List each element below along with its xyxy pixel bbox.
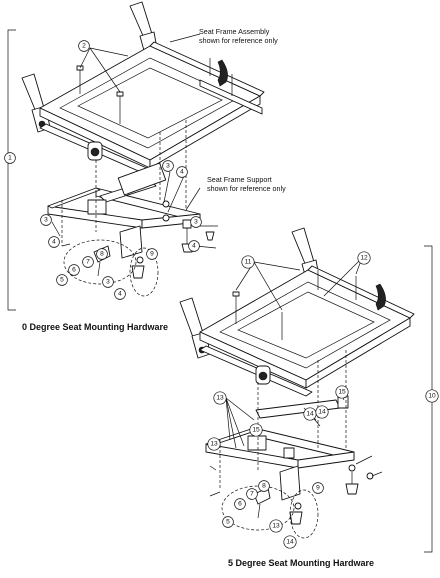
- callout-balloon-bottom-15: 15: [335, 385, 349, 399]
- callout-balloon-top-3: 3: [40, 214, 52, 226]
- callout-balloon-top-3: 3: [190, 216, 202, 228]
- callout-balloon-top-2: 2: [78, 40, 90, 52]
- callout-balloon-bottom-8: 8: [258, 480, 270, 492]
- callout-balloon-top-4: 4: [114, 288, 126, 300]
- callout-balloon-top-6: 6: [68, 264, 80, 276]
- top-seat-frame-assembly: [21, 1, 265, 177]
- callout-number: 8: [100, 251, 104, 258]
- callout-number: 5: [226, 519, 230, 526]
- seat-frame-assembly-label: Seat Frame Assembly: [199, 27, 270, 36]
- heading-5-degree: 5 Degree Seat Mounting Hardware: [228, 558, 374, 568]
- callout-balloon-bottom-6: 6: [234, 498, 246, 510]
- callout-number: 15: [338, 389, 346, 396]
- callout-number: 4: [180, 169, 184, 176]
- callout-number: 7: [86, 259, 90, 266]
- callout-number: 1: [8, 155, 12, 162]
- bottom-seat-frame-assembly: [179, 227, 415, 397]
- callout-number: 3: [194, 219, 198, 226]
- callout-balloon-top-3: 3: [102, 276, 114, 288]
- callout-number: 2: [82, 43, 86, 50]
- callout-number: 4: [192, 243, 196, 250]
- callout-number: 15: [252, 427, 260, 434]
- callout-balloon-bottom-15: 15: [249, 423, 263, 437]
- callout-balloon-bottom-10: 10: [425, 389, 439, 403]
- callout-balloon-bottom-9: 9: [312, 482, 324, 494]
- callout-balloon-bottom-13: 13: [269, 519, 283, 533]
- top-seat-frame-support: [47, 120, 215, 297]
- callout-number: 3: [44, 217, 48, 224]
- callout-number: 14: [286, 539, 294, 546]
- callout-number: 3: [166, 163, 170, 170]
- callout-balloon-bottom-7: 7: [246, 488, 258, 500]
- callout-number: 9: [316, 485, 320, 492]
- callout-balloon-bottom-12: 12: [357, 251, 371, 265]
- bottom-callouts: 11 12 10 15 13 14 15 13 14 9 5 6 7 8 13 14: [207, 251, 439, 549]
- callout-balloon-bottom-5: 5: [222, 516, 234, 528]
- callout-balloon-bottom-14: 14: [315, 405, 329, 419]
- callout-number: 5: [60, 277, 64, 284]
- callout-balloon-top-4: 4: [188, 240, 200, 252]
- callout-number: 13: [272, 523, 280, 530]
- top-leader-lines: [51, 33, 218, 249]
- seat-frame-assembly-note: shown for reference only: [199, 36, 278, 45]
- callout-number: 4: [52, 239, 56, 246]
- callout-number: 3: [106, 279, 110, 286]
- callout-balloon-top-4: 4: [176, 166, 188, 178]
- callout-number: 8: [262, 483, 266, 490]
- seat-frame-support-label: Seat Frame Support: [207, 175, 272, 184]
- callout-number: 13: [210, 441, 218, 448]
- seat-frame-support-note: shown for reference only: [207, 184, 286, 193]
- callout-balloon-bottom-13: 13: [213, 391, 227, 405]
- callout-balloon-top-7: 7: [82, 256, 94, 268]
- callout-balloon-top-5: 5: [56, 274, 68, 286]
- callout-balloon-bottom-14: 14: [283, 535, 297, 549]
- callout-number: 11: [245, 259, 252, 266]
- callout-number: 14: [318, 409, 326, 416]
- callout-number: 4: [118, 291, 122, 298]
- callout-balloon-bottom-13: 13: [207, 437, 221, 451]
- callout-balloon-top-4: 4: [48, 236, 60, 248]
- heading-0-degree: 0 Degree Seat Mounting Hardware: [22, 322, 168, 332]
- callout-number: 6: [72, 267, 76, 274]
- top-callouts: 2 1 3 4 3 4 3 4 5 6 7 8 9 3 4: [4, 40, 202, 300]
- callout-number: 9: [150, 251, 154, 258]
- callout-number: 10: [428, 393, 436, 400]
- callout-balloon-top-9: 9: [146, 248, 158, 260]
- callout-balloon-top-8: 8: [96, 248, 108, 260]
- callout-number: 6: [238, 501, 242, 508]
- callout-balloon-bottom-11: 11: [241, 255, 255, 269]
- callout-balloon-top-3: 3: [162, 160, 174, 172]
- callout-balloon-top-1: 1: [4, 152, 16, 164]
- callout-number: 14: [306, 411, 314, 418]
- callout-balloon-bottom-14: 14: [303, 407, 317, 421]
- callout-number: 7: [250, 491, 254, 498]
- callout-number: 13: [216, 395, 224, 402]
- bottom-seat-frame-support: [205, 350, 374, 539]
- callout-number: 12: [360, 255, 368, 262]
